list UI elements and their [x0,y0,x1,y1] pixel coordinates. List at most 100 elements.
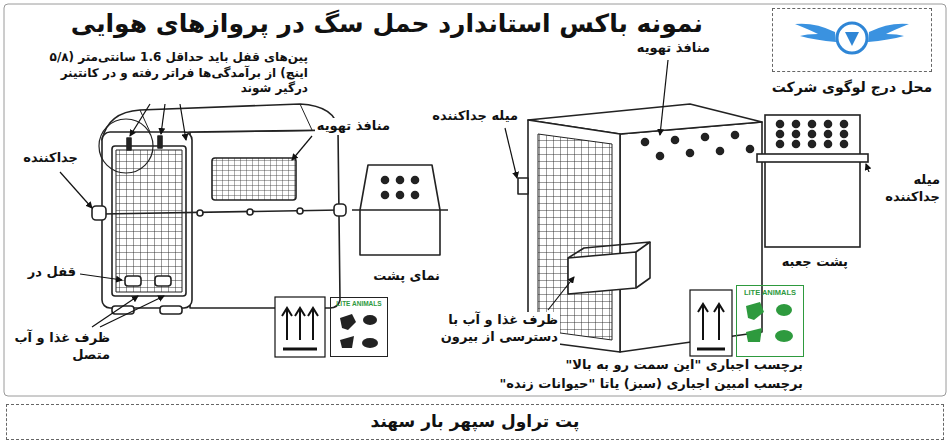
label-heading: LITE ANIMALS [331,300,387,308]
plastic-kennel [125,276,141,286]
this-way-up-label [690,290,732,356]
wooden-crate [568,242,650,258]
plastic-kennel [197,210,203,216]
live-animals-icons [363,315,377,325]
this-way-up-label [275,297,325,357]
view-label: نمای پشت [371,268,442,285]
part-label: قفل در [26,264,78,281]
part-label: ظرف غذا و آب متصل [12,330,112,364]
crate-back [841,141,848,148]
kennel-back-view [412,177,419,184]
kennel-back-view [412,192,419,199]
company-logo [795,24,836,42]
leader-line [505,128,517,178]
company-logo [837,23,867,53]
note: پین‌های قفل باید حداقل 1.6 سانتی‌متر (۵/… [28,50,310,97]
crate-back [825,121,832,128]
outer-frame [4,4,946,396]
live-animals-icons [746,302,793,342]
wooden-crate [717,148,724,155]
plastic-kennel [160,306,182,314]
part-label: میله جداکننده [866,172,942,206]
part-label: جداکننده [21,150,80,167]
crate-back [793,131,800,138]
crate-back [809,131,816,138]
crate-back [765,115,860,247]
plastic-kennel [127,138,131,150]
plastic-kennel [102,210,340,214]
this-way-up-label [283,348,317,351]
outer-frame [4,4,946,396]
live-animals-icons [340,336,354,348]
plastic-kennel [116,150,182,292]
live-animals-icons [776,304,792,316]
part-label: میله جداکننده [430,108,520,125]
crate-back [825,141,832,148]
note: برچسب اجباری "این سمت رو به بالا" [563,357,805,374]
crate-back [777,131,784,138]
this-way-up-label [690,290,732,356]
part-label: ظرف غذا و آب با دسترسی از بیرون [406,312,560,346]
wooden-crate [702,134,709,141]
live-animals-label: LITE ANIMALS [736,285,804,357]
plastic-kennel [112,146,186,296]
crate-back [777,141,784,148]
live-animals-label: LITE ANIMALS [330,297,388,357]
wooden-crate [672,137,679,144]
logo-caption: محل درج لوگوی شرکت [743,79,950,95]
kennel-back-view [382,177,389,184]
plastic-kennel [92,104,346,314]
this-way-up-label [698,304,724,340]
crate-back [793,141,800,148]
this-way-up-label [697,348,725,351]
leader-line [60,60,872,327]
leader-line [161,104,165,134]
leader-line [80,274,122,280]
kennel-back-view [382,192,389,199]
plastic-kennel [155,276,171,286]
wooden-crate [518,178,528,194]
label-heading: LITE ANIMALS [737,288,803,297]
leader-line [130,104,150,136]
plastic-kennel [92,206,106,220]
live-animals-icons [746,328,762,342]
kennel-back-view [352,209,448,211]
leader-line [60,172,92,208]
plastic-kennel [212,158,296,200]
view-label: پشت جعبه [780,254,850,271]
kennel-back-view [397,177,404,184]
plastic-kennel [102,132,192,308]
wooden-crate [657,153,664,160]
plastic-kennel [99,119,153,173]
crate-back [841,131,848,138]
plastic-kennel [247,209,253,215]
live-animals-icons [362,338,378,348]
footer-band: پت تراول سپهر بار سهند [6,404,944,440]
plastic-kennel [190,130,340,308]
footer-text: پت تراول سپهر بار سهند [7,405,943,437]
live-animals-icons [746,302,764,320]
live-animals-icons [340,314,356,330]
diagram-title: نمونه باکس استاندارد حمل سگ در پروازهای … [69,8,705,41]
crate-back [793,121,800,128]
wooden-crate [747,146,754,153]
leader-line [660,60,668,135]
live-animals-icons [775,330,793,342]
plastic-kennel [112,306,134,314]
wooden-crate [642,139,649,146]
kennel-back-view [352,165,448,255]
wooden-crate [568,252,636,294]
wooden-crate [636,242,650,288]
company-logo [868,24,909,42]
plastic-kennel [297,208,303,214]
plastic-kennel [140,104,312,132]
crate-back [825,131,832,138]
part-label: منافذ تهویه [315,118,392,135]
crate-back [757,115,868,247]
crate-back [841,121,848,128]
part-label: منافذ تهویه [635,40,712,57]
leader-line [548,277,574,310]
note: برچسب امبین اجباری (سبز) یاتا "حیوانات ز… [497,376,805,393]
leader-line [180,104,186,140]
